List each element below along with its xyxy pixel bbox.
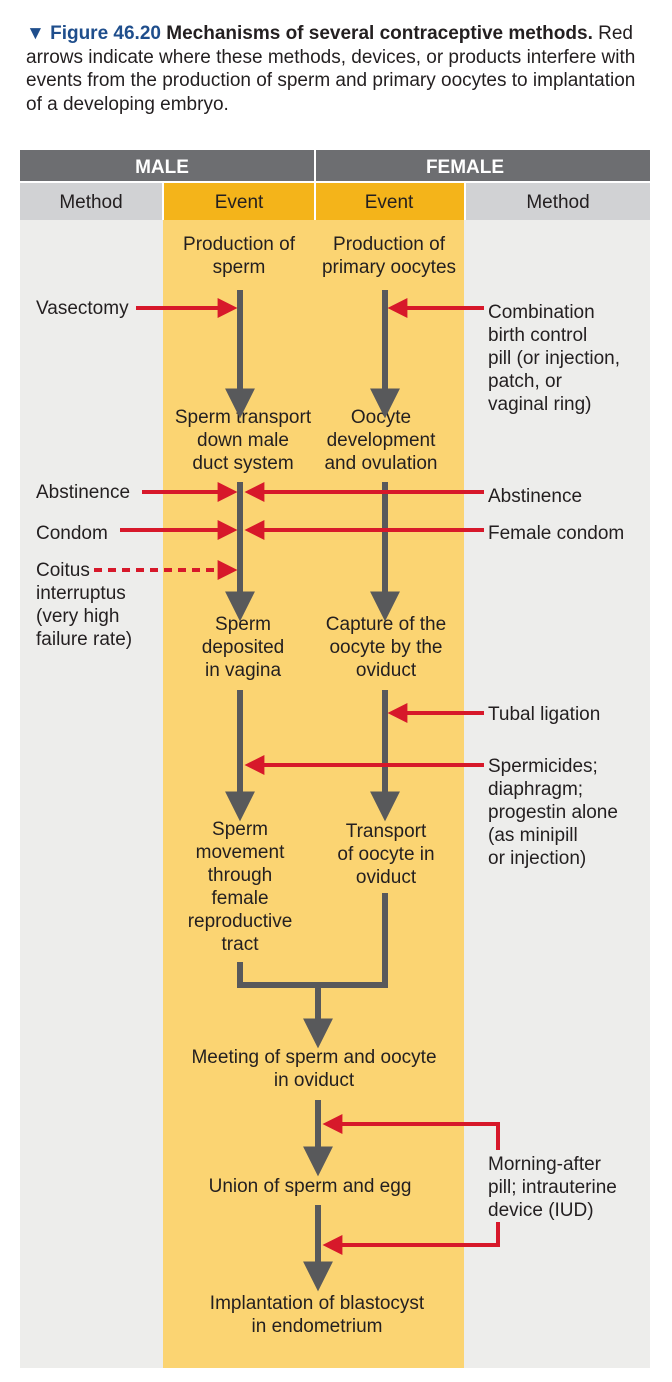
event-oocyte-production-line: Production of bbox=[333, 234, 446, 255]
event-oocyte-capture-line: oocyte by the bbox=[329, 637, 442, 658]
method-combination-pill-line: Combination bbox=[488, 302, 595, 323]
header-method-right-cell bbox=[466, 183, 650, 220]
event-sperm-movement-line: Sperm bbox=[212, 819, 268, 840]
header-female-bar bbox=[316, 150, 650, 181]
event-oocyte-transport-line: of oocyte in bbox=[337, 844, 434, 865]
method-male-abstinence: Abstinence bbox=[36, 482, 130, 503]
method-condom-line: Condom bbox=[36, 523, 108, 544]
figure-number: ▼ Figure 46.20 bbox=[26, 23, 161, 44]
method-spermicides-line: diaphragm; bbox=[488, 779, 583, 800]
event-sperm-deposited-line: Sperm bbox=[215, 614, 271, 635]
header-method-left-cell bbox=[20, 183, 162, 220]
method-male-abstinence-line: Abstinence bbox=[36, 482, 130, 503]
event-sperm-movement-line: movement bbox=[196, 842, 285, 863]
event-sperm-movement-line: tract bbox=[222, 934, 260, 955]
method-vasectomy: Vasectomy bbox=[36, 298, 129, 319]
event-oocyte-transport-line: oviduct bbox=[356, 867, 417, 888]
method-combination-pill-line: vaginal ring) bbox=[488, 394, 592, 415]
event-implantation-line: Implantation of blastocyst bbox=[210, 1293, 425, 1314]
event-union: Union of sperm and egg bbox=[209, 1176, 412, 1197]
method-coitus-interruptus-line: interruptus bbox=[36, 583, 126, 604]
figure-caption: ▼ Figure 46.20 Mechanisms of several con… bbox=[26, 22, 646, 116]
event-oocyte-development-line: Oocyte bbox=[351, 407, 411, 428]
event-oocyte-development-line: and ovulation bbox=[324, 453, 437, 474]
event-implantation-line: in endometrium bbox=[252, 1316, 383, 1337]
method-vasectomy-line: Vasectomy bbox=[36, 298, 129, 319]
method-tubal-ligation: Tubal ligation bbox=[488, 704, 600, 725]
event-meeting-line: Meeting of sperm and oocyte bbox=[191, 1047, 436, 1068]
event-sperm-movement-line: female bbox=[211, 888, 268, 909]
method-condom: Condom bbox=[36, 523, 108, 544]
header-event-female-cell bbox=[316, 183, 464, 220]
method-female-condom: Female condom bbox=[488, 523, 624, 544]
event-sperm-deposited-line: deposited bbox=[202, 637, 284, 658]
method-spermicides-line: (as minipill bbox=[488, 825, 578, 846]
method-combination-pill-line: birth control bbox=[488, 325, 587, 346]
method-combination-pill-line: pill (or injection, bbox=[488, 348, 620, 369]
method-spermicides-line: progestin alone bbox=[488, 802, 618, 823]
method-spermicides-line: Spermicides; bbox=[488, 756, 598, 777]
flow-join-connector bbox=[237, 893, 388, 988]
event-sperm-production-line: Production of bbox=[183, 234, 296, 255]
event-band bbox=[163, 220, 464, 1368]
method-combination-pill-line: patch, or bbox=[488, 371, 563, 392]
method-morning-after-line: Morning-after bbox=[488, 1154, 602, 1175]
method-morning-after-line: pill; intrauterine bbox=[488, 1177, 617, 1198]
method-spermicides: Spermicides;diaphragm;progestin alone(as… bbox=[488, 756, 618, 869]
header-female: FEMALE bbox=[426, 157, 504, 178]
event-sperm-transport-line: duct system bbox=[192, 453, 293, 474]
event-sperm-transport-line: Sperm transport bbox=[175, 407, 312, 428]
figure-description: Red arrows indicate where these methods,… bbox=[26, 23, 636, 115]
event-sperm-production-line: sperm bbox=[213, 257, 266, 278]
event-union-line: Union of sperm and egg bbox=[209, 1176, 412, 1197]
block-arrow-morning-after-lower bbox=[322, 1222, 500, 1255]
method-coitus-interruptus-line: (very high bbox=[36, 606, 119, 627]
header-method-right: Method bbox=[526, 192, 589, 213]
header-event-male-cell bbox=[164, 183, 314, 220]
method-coitus-interruptus-line: Coitus bbox=[36, 560, 90, 581]
header-male-bar bbox=[20, 150, 314, 181]
block-arrow-morning-after-upper bbox=[322, 1114, 500, 1150]
event-sperm-deposited-line: in vagina bbox=[205, 660, 281, 681]
event-oocyte-production-line: primary oocytes bbox=[322, 257, 456, 278]
method-tubal-ligation-line: Tubal ligation bbox=[488, 704, 600, 725]
event-oocyte-development-line: development bbox=[327, 430, 437, 451]
method-female-abstinence-line: Abstinence bbox=[488, 486, 582, 507]
method-morning-after-line: device (IUD) bbox=[488, 1200, 594, 1221]
header-event-female: Event bbox=[365, 192, 414, 213]
header-male: MALE bbox=[135, 157, 189, 178]
event-sperm-movement-line: through bbox=[208, 865, 272, 886]
event-oocyte-capture-line: oviduct bbox=[356, 660, 417, 681]
header-method-left: Method bbox=[59, 192, 122, 213]
method-female-abstinence: Abstinence bbox=[488, 486, 582, 507]
event-meeting-line: in oviduct bbox=[274, 1070, 355, 1091]
method-spermicides-line: or injection) bbox=[488, 848, 586, 869]
header-event-male: Event bbox=[215, 192, 264, 213]
event-sperm-transport-line: down male bbox=[197, 430, 289, 451]
event-sperm-movement-line: reproductive bbox=[188, 911, 293, 932]
figure-title: Mechanisms of several contraceptive meth… bbox=[166, 23, 593, 44]
method-coitus-interruptus-line: failure rate) bbox=[36, 629, 132, 650]
method-female-condom-line: Female condom bbox=[488, 523, 624, 544]
event-oocyte-transport-line: Transport bbox=[346, 821, 427, 842]
event-oocyte-capture-line: Capture of the bbox=[326, 614, 446, 635]
